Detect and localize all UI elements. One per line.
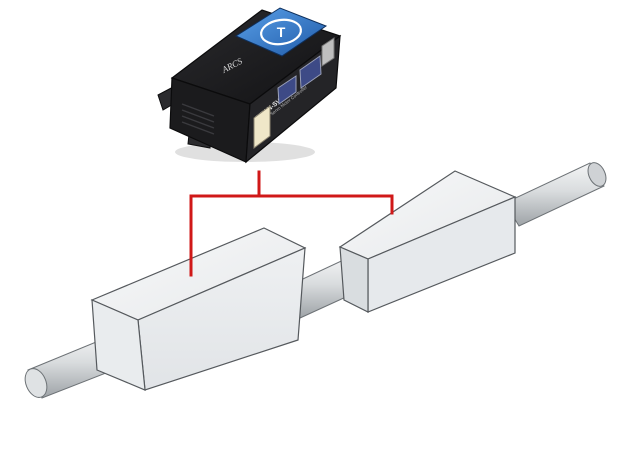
- carriage-block-left: [90, 227, 307, 391]
- db-connector-icon: [277, 55, 322, 105]
- connector-wire: [189, 170, 394, 277]
- carriage-block-right: [338, 170, 517, 313]
- tf-logo-icon: T: [260, 18, 302, 46]
- servo-controller-device: T ARCS TITAN-SVX-ETH Universal Servo Mot…: [157, 7, 342, 164]
- terminal-port-icon: [253, 37, 335, 149]
- logo-letter: T: [277, 24, 286, 40]
- vent-slots: [181, 103, 215, 135]
- rod-right: [504, 162, 607, 227]
- display-screen: [234, 7, 328, 57]
